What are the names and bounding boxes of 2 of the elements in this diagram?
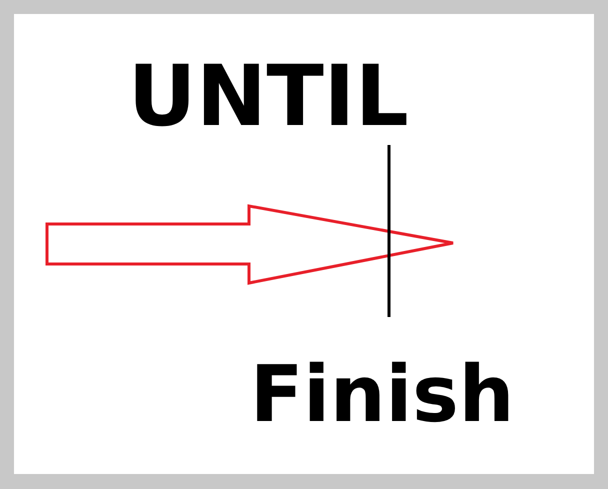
- label-text: Finish: [250, 356, 514, 434]
- label-text: UNTIL: [128, 54, 409, 138]
